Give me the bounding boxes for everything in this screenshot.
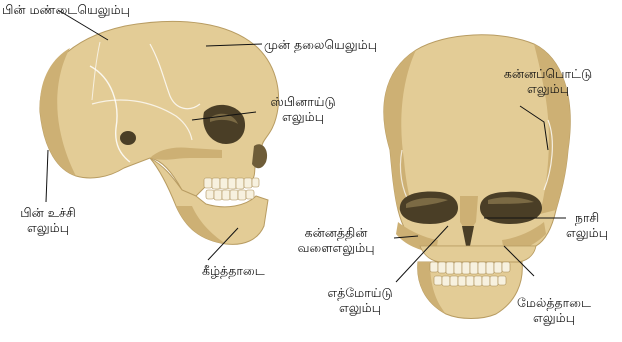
label-sphenoid-line1: ஸ்பினாய்டு (262, 94, 344, 109)
label-ethmoid-line2: எலும்பு (316, 300, 404, 315)
label-mandible: கீழ்த்தாடை (202, 263, 265, 278)
label-sphenoid-line2: எலும்பு (262, 109, 344, 124)
label-maxilla-line2: எலும்பு (506, 310, 602, 325)
label-temporal: கன்னப்பொட்டு எலும்பு (498, 66, 598, 96)
label-maxilla-line1: மேல்த்தாடை (506, 295, 602, 310)
label-parietal-line2: எலும்பு (2, 220, 94, 235)
label-parietal-line1: பின் உச்சி (2, 205, 94, 220)
label-nasal-line2: எலும்பு (554, 225, 620, 240)
label-zygomatic-line2: வளைஎலும்பு (278, 240, 394, 255)
leader-parietal (46, 150, 48, 202)
label-occipital: பின் மண்டையெலும்பு (2, 2, 130, 17)
label-zygomatic-line1: கன்னத்தின் (278, 225, 394, 240)
label-nasal-line1: நாசி (554, 210, 620, 225)
label-sphenoid: ஸ்பினாய்டு எலும்பு (262, 94, 344, 124)
label-temporal-line2: எலும்பு (498, 81, 598, 96)
label-zygomatic: கன்னத்தின் வளைஎலும்பு (278, 225, 394, 255)
label-nasal: நாசி எலும்பு (554, 210, 620, 240)
label-ethmoid-line1: எத்மோய்டு (316, 285, 404, 300)
label-maxilla: மேல்த்தாடை எலும்பு (506, 295, 602, 325)
label-temporal-line1: கன்னப்பொட்டு (498, 66, 598, 81)
label-ethmoid: எத்மோய்டு எலும்பு (316, 285, 404, 315)
label-parietal: பின் உச்சி எலும்பு (2, 205, 94, 235)
label-frontal: முன் தலையெலும்பு (264, 37, 377, 52)
